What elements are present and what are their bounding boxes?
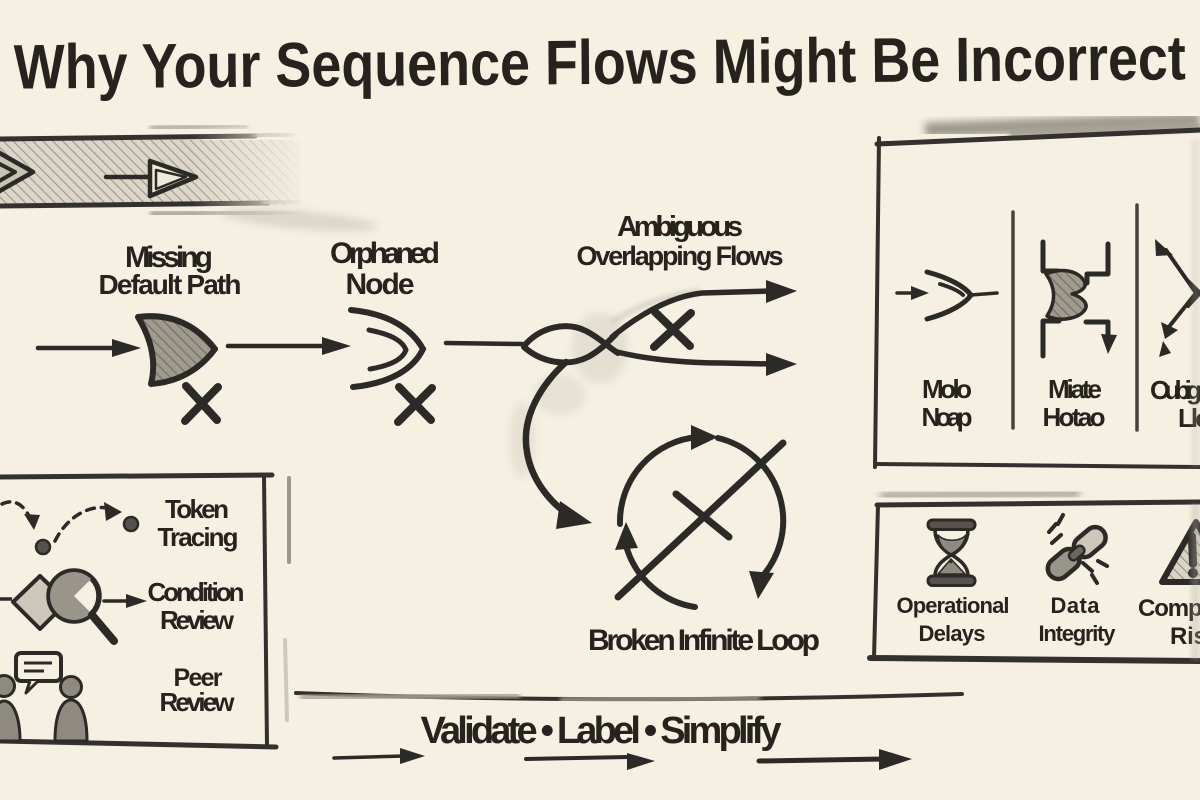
svg-text:Ambiguous: Ambiguous [617,211,743,243]
svg-text:Orphaned: Orphaned [330,237,440,270]
svg-text:Why Your Sequence Flows Might: Why Your Sequence Flows Might Be Incorre… [14,23,1187,102]
svg-text:Overlapping Flows: Overlapping Flows [577,241,784,271]
svg-text:Peer: Peer [174,664,223,692]
svg-text:Integrity: Integrity [1039,621,1117,646]
svg-text:Miate: Miate [1048,374,1102,404]
svg-text:Review: Review [160,605,235,635]
svg-text:Review: Review [160,687,236,717]
svg-text:Noap: Noap [922,402,973,432]
svg-text:Token: Token [165,494,229,524]
svg-text:Delays: Delays [919,621,986,646]
svg-text:Hotao: Hotao [1043,402,1106,432]
svg-text:Node: Node [346,268,415,301]
svg-text:Tracing: Tracing [158,522,239,552]
svg-text:Condition: Condition [148,577,245,607]
svg-text:Default Path: Default Path [99,269,242,300]
svg-text:Data: Data [1051,593,1101,618]
svg-text:Molo: Molo [922,374,972,404]
svg-text:Operational: Operational [897,593,1010,618]
svg-text:Broken Infinite Loop: Broken Infinite Loop [588,624,820,657]
svg-text:Missing: Missing [125,241,213,274]
svg-text:Compliance: Compliance [1138,595,1200,622]
svg-text:Validate • Label • Simplify: Validate • Label • Simplify [421,710,782,752]
